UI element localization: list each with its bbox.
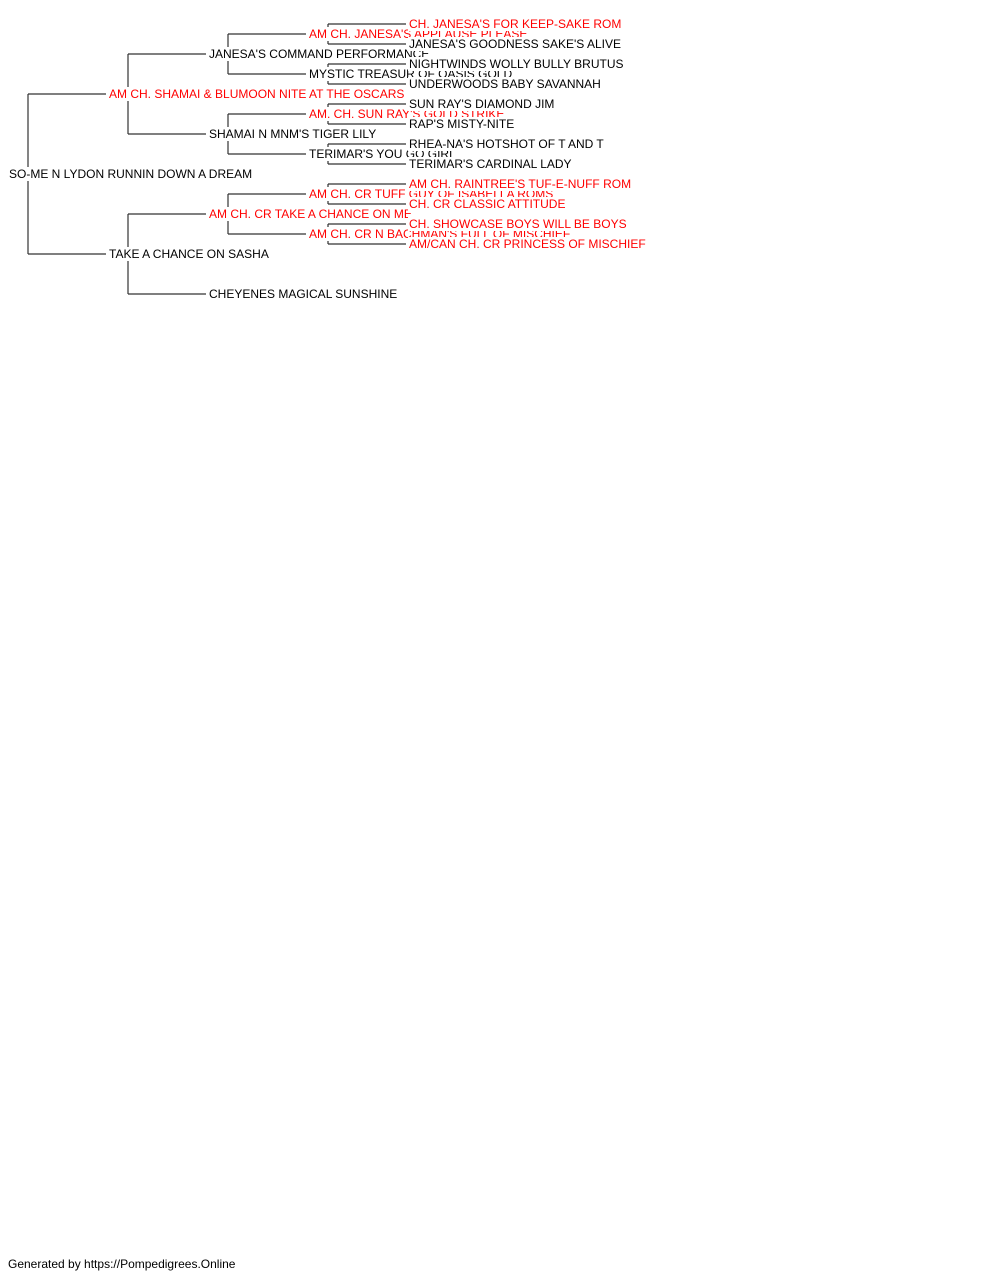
dog-sire-gen1: AM CH. SHAMAI & BLUMOON NITE AT THE OSCA…	[108, 87, 406, 101]
dog-dam-gen4: CH. CR CLASSIC ATTITUDE	[408, 197, 567, 211]
dog-sire-gen4: SUN RAY'S DIAMOND JIM	[408, 97, 556, 111]
dog-sire-gen2: AM CH. CR TAKE A CHANCE ON ME	[208, 207, 413, 221]
dog-sire-gen4: CH. JANESA'S FOR KEEP-SAKE ROM	[408, 17, 623, 31]
dog-dam-gen1: TAKE A CHANCE ON SASHA	[108, 247, 270, 261]
dog-dam-gen4: TERIMAR'S CARDINAL LADY	[408, 157, 573, 171]
dog-dam-gen2: CHEYENES MAGICAL SUNSHINE	[208, 287, 399, 301]
dog-dam-gen4: UNDERWOODS BABY SAVANNAH	[408, 77, 602, 91]
dog-sire-gen4: NIGHTWINDS WOLLY BULLY BRUTUS	[408, 57, 625, 71]
dog-dam-gen4: JANESA'S GOODNESS SAKE'S ALIVE	[408, 37, 622, 51]
dog-dam-gen4: RAP'S MISTY-NITE	[408, 117, 516, 131]
dog-dam-gen2: SHAMAI N MNM'S TIGER LILY	[208, 127, 378, 141]
dog-dam-gen4: AM/CAN CH. CR PRINCESS OF MISCHIEF	[408, 237, 647, 251]
dog-sire-gen4: RHEA-NA'S HOTSHOT OF T AND T	[408, 137, 605, 151]
dog-sire-gen2: JANESA'S COMMAND PERFORMANCE	[208, 47, 431, 61]
dog-sire-gen4: CH. SHOWCASE BOYS WILL BE BOYS	[408, 217, 628, 231]
generated-by-footer: Generated by https://Pompedigrees.Online	[8, 1257, 236, 1271]
dog-subject-gen0: SO-ME N LYDON RUNNIN DOWN A DREAM	[8, 167, 254, 181]
dog-sire-gen4: AM CH. RAINTREE'S TUF-E-NUFF ROM	[408, 177, 633, 191]
